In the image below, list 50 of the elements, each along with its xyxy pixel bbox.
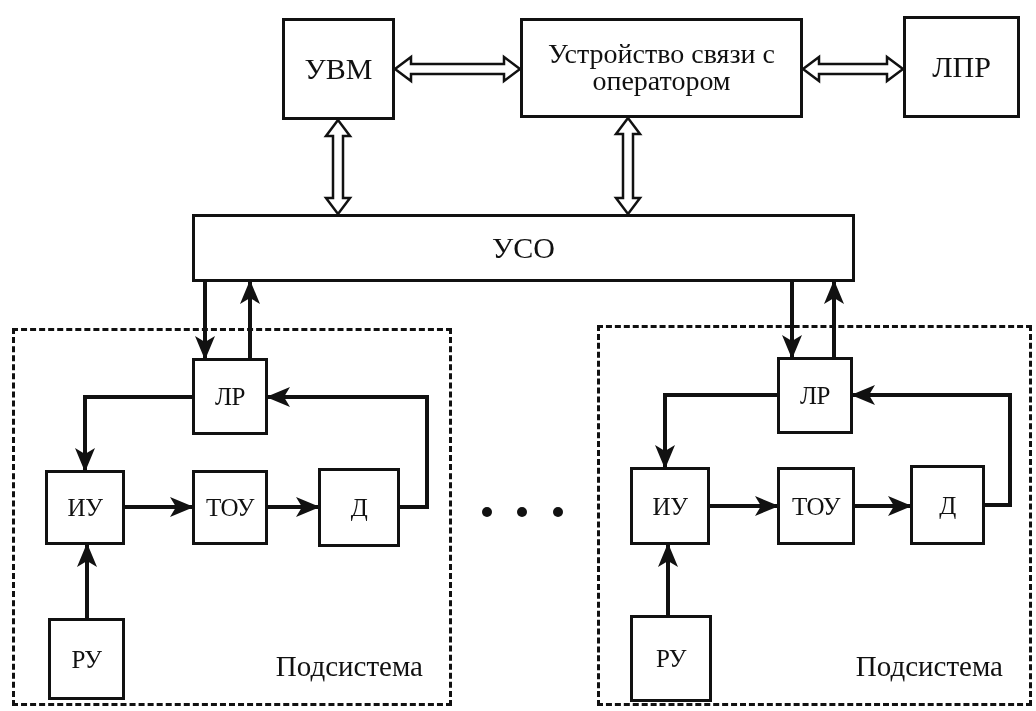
block-label: ИУ (652, 493, 688, 519)
block-box (630, 467, 710, 545)
block-box (777, 357, 853, 434)
block-label: Устройство связи с оператором (547, 41, 776, 95)
arrow (77, 543, 97, 618)
block-box (192, 470, 268, 545)
arrow (824, 280, 844, 357)
arrow (266, 387, 429, 509)
arrow (710, 496, 779, 516)
subsystem-label: Подсистема (855, 652, 1003, 681)
subsystem-label: Подсистема (275, 652, 423, 681)
block-box (910, 465, 985, 545)
block-label: ЛР (215, 384, 245, 409)
arrow (268, 497, 320, 517)
block-label: РУ (656, 646, 686, 671)
arrow (658, 543, 678, 615)
block-label: РУ (71, 646, 102, 672)
block-box (630, 615, 712, 702)
block-box (48, 618, 125, 700)
subsystem-boundary (597, 325, 1032, 706)
block-box (192, 214, 855, 282)
block-label: УВМ (304, 54, 373, 84)
arrow (240, 280, 260, 358)
double-arrow (800, 54, 906, 84)
block-label: ТОУ (792, 493, 840, 519)
block-label: Д (939, 492, 956, 518)
double-arrow (323, 117, 353, 217)
arrow (855, 496, 912, 516)
block-label: УСО (492, 233, 555, 263)
block-box (45, 470, 125, 545)
block-label: ИУ (67, 495, 103, 520)
arrow (851, 385, 1012, 507)
arrow (655, 393, 777, 469)
double-arrow (392, 54, 523, 84)
arrow (125, 497, 194, 517)
block-box (282, 18, 395, 120)
block-label: ЛПР (932, 52, 991, 82)
double-arrow (613, 115, 643, 217)
block-box (192, 358, 268, 435)
arrow (75, 395, 192, 472)
block-label: ТОУ (206, 495, 254, 520)
block-box (777, 467, 855, 545)
arrow (782, 282, 802, 359)
block-box (318, 468, 400, 547)
block-box (520, 18, 803, 118)
block-label: Д (350, 495, 368, 520)
subsystem-boundary (12, 328, 452, 706)
block-label: ЛР (800, 383, 830, 408)
block-box (903, 16, 1020, 118)
arrow (195, 282, 215, 360)
